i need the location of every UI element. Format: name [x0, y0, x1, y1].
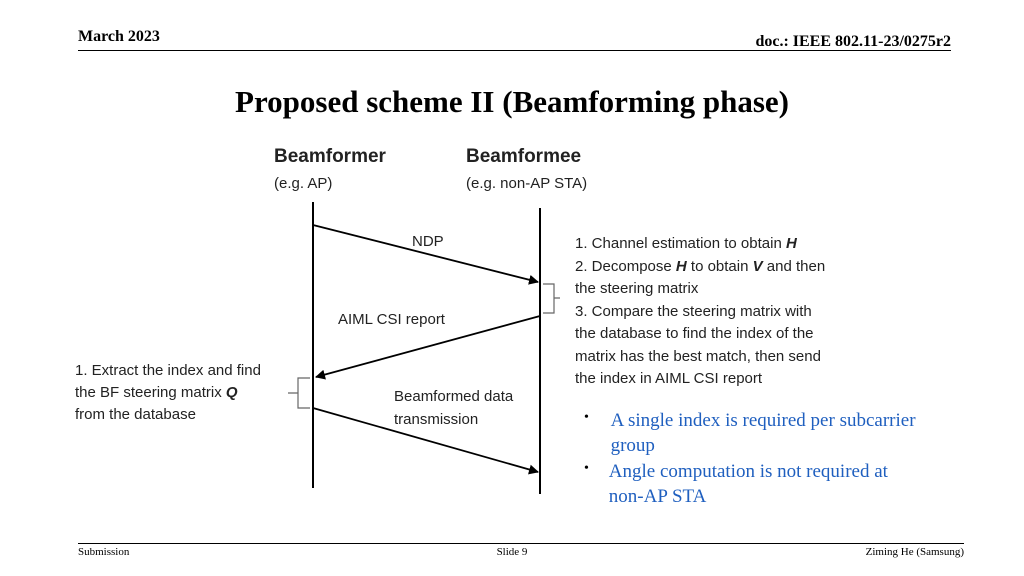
beamformee-note-line6: matrix has the best match, then send [575, 347, 821, 365]
beamformer-subtitle: (e.g. AP) [274, 175, 333, 192]
footer-slide-number: Slide 9 [496, 546, 528, 558]
beamformee-note-line1-text: 1. Channel estimation to obtain [575, 235, 786, 252]
bullet-text: Angle computation is not required at non… [608, 461, 888, 507]
beamformed-data-arrow [312, 407, 539, 475]
matrix-h-symbol: H [785, 235, 797, 252]
footer-author: Ziming He (Samsung) [865, 546, 964, 558]
matrix-q-symbol: Q [225, 384, 238, 401]
bullet-dot-icon: • [584, 410, 589, 425]
beamformee-note-line2-text-c: and then [762, 257, 826, 275]
ndp-arrow [312, 224, 539, 285]
beamformee-note-line4: 3. Compare the steering matrix with [575, 302, 812, 320]
beamformee-note-line2-text-b: to obtain [686, 257, 753, 275]
bullet-dot-icon: • [584, 461, 589, 476]
beamformer-note-line2-text: the BF steering matrix [75, 384, 226, 401]
sequence-diagram: Beamformer (e.g. AP) Beamformee (e.g. no… [60, 140, 587, 500]
header-doc-id: doc.: IEEE 802.11-23/0275r2 [755, 33, 951, 50]
matrix-h-symbol-2: H [675, 257, 687, 275]
beamformed-data-label-2: transmission [394, 411, 479, 428]
beamformee-note-line3: the steering matrix [575, 280, 699, 297]
beamformer-note-line3: from the database [75, 406, 196, 423]
beamformee-note-line7: the index in AIML CSI report [575, 370, 763, 387]
beamformee-note-line1: 1. Channel estimation to obtain H [575, 233, 825, 256]
bullet-text: A single index is required per subcarrie… [610, 410, 916, 456]
footer-submission: Submission [78, 546, 130, 558]
csi-report-arrow [315, 315, 541, 380]
ndp-label: NDP [412, 233, 444, 250]
header-date: March 2023 [78, 28, 160, 45]
beamformee-note-line2: 2. Decompose H to obtain V and then [575, 256, 825, 279]
beamformer-note-line2: the BF steering matrix Q [75, 382, 261, 404]
beamformee-bracket [543, 283, 560, 314]
beamformee-name: Beamformee [466, 146, 582, 167]
bullet-item: • Angle computation is not required at n… [584, 459, 924, 509]
sequence-diagram-lines [288, 202, 560, 494]
beamformee-subtitle: (e.g. non-AP STA) [466, 175, 588, 192]
beamformer-name: Beamformer [274, 146, 386, 167]
beamformee-note-line5: the database to find the index of the [575, 325, 814, 342]
beamformee-note: 1. Channel estimation to obtain H 2. Dec… [575, 233, 825, 391]
bullet-list: • A single index is required per subcarr… [584, 408, 924, 510]
beamformer-bracket [288, 377, 310, 409]
slide-title: Proposed scheme II (Beamforming phase) [235, 84, 789, 119]
beamformer-note-line1: 1. Extract the index and find [75, 362, 261, 379]
header-divider [78, 50, 951, 51]
beamformer-note: 1. Extract the index and find the BF ste… [75, 360, 261, 426]
matrix-v-symbol: V [752, 257, 763, 275]
csi-report-label: AIML CSI report [338, 311, 445, 328]
beamformee-note-line2-text-a: 2. Decompose [575, 257, 676, 275]
bullet-item: • A single index is required per subcarr… [584, 408, 924, 458]
footer-divider [78, 543, 964, 544]
beamformed-data-label-1: Beamformed data [394, 388, 514, 405]
